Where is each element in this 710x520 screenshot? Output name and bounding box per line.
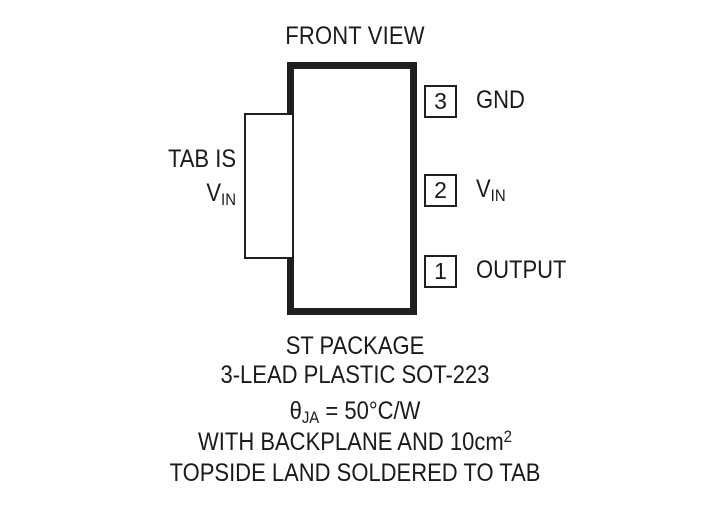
pin-label-gnd: GND [476,86,525,115]
caption-line-package-name: ST PACKAGE [285,332,425,360]
backplane-text: WITH BACKPLANE AND 10cm [198,428,504,456]
pin-number-box-2: 2 [424,174,457,207]
thermal-resistance-value: = 50°C/W [319,397,421,425]
pin-label-vin-text: V [476,175,491,203]
caption-line-backplane: WITH BACKPLANE AND 10cm2 [43,426,668,459]
pin-label-output-text: OUTPUT [476,256,567,284]
caption-line-thermal-resistance: θJA = 50°C/W [43,397,668,428]
pin-number-box-1: 1 [424,255,457,288]
tab-label-line2-base: V [206,179,222,207]
pin-label-vin-subscript: IN [490,186,506,206]
pin-label-gnd-text: GND [476,86,525,114]
tab-label-line2-subscript: IN [221,190,236,210]
page-title: FRONT VIEW [285,22,425,50]
theta-symbol: θ [289,397,302,425]
caption-spacer [0,390,710,397]
pin-label-vin: VIN [476,175,506,206]
pin-label-output: OUTPUT [476,256,566,285]
caption-line-package-type: 3-LEAD PLASTIC SOT-223 [220,361,490,389]
package-caption: ST PACKAGE 3-LEAD PLASTIC SOT-223 θJA = … [0,332,710,488]
area-superscript: 2 [503,426,512,446]
theta-subscript-ja: JA [301,408,320,428]
tab-bracket-shape [244,113,292,259]
tab-label-line1: TAB IS [167,145,236,173]
package-body-outline [287,62,417,315]
caption-line-topside-land: TOPSIDE LAND SOLDERED TO TAB [169,459,541,487]
pin-number-box-3: 3 [424,85,457,118]
tab-label: TAB IS VIN [113,142,236,213]
